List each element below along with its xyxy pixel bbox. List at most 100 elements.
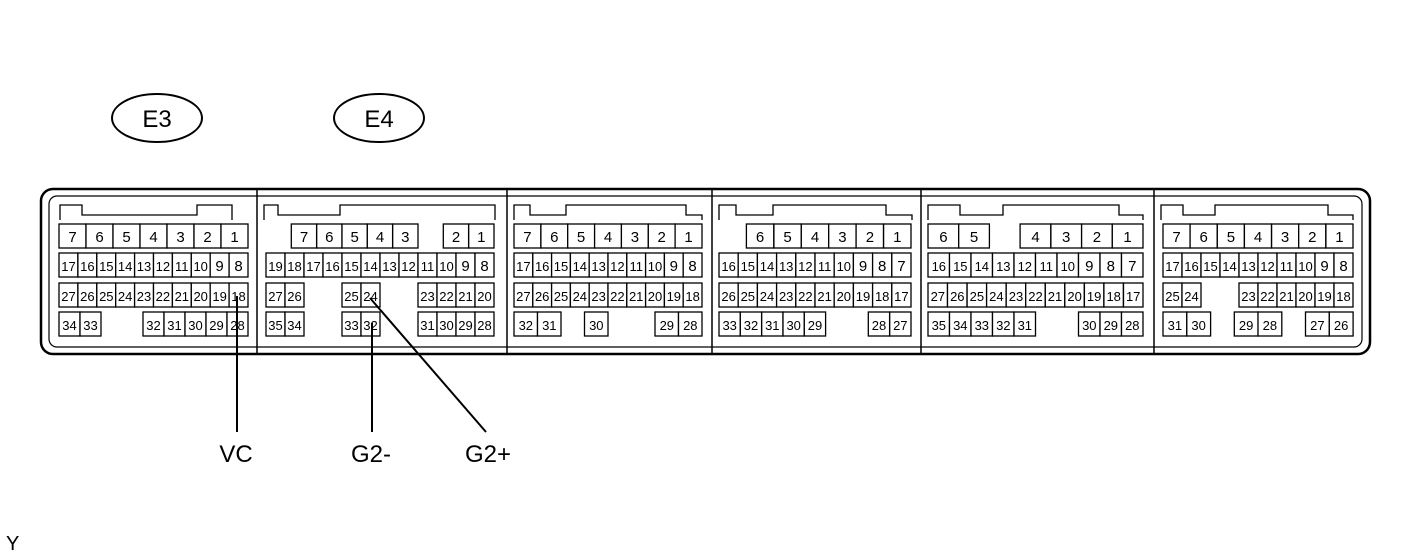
pin-cavity: 12: [607, 252, 628, 278]
pin-cavity: 14: [115, 252, 136, 278]
pin-box: [360, 282, 381, 308]
pin-box: [166, 223, 195, 249]
pin-cavity: 29: [654, 311, 680, 337]
pin-number: 10: [439, 259, 453, 274]
pin-number: 26: [721, 289, 735, 304]
pin-number: 34: [62, 318, 76, 333]
pin-number: 32: [363, 318, 377, 333]
pin-cavity: 19: [1314, 282, 1335, 308]
pin-number: 29: [458, 318, 472, 333]
pin-cavity: 7: [1162, 223, 1191, 249]
pin-number: 22: [798, 289, 812, 304]
pin-number: 13: [137, 259, 151, 274]
pin-cavity: 6: [85, 223, 114, 249]
pin-number: 30: [1191, 318, 1205, 333]
pin-number: 21: [629, 289, 643, 304]
pin-number: 28: [872, 318, 886, 333]
pin-number: 26: [535, 289, 549, 304]
pin-cavity: 25: [966, 282, 988, 308]
pin-cavity: 31: [536, 311, 562, 337]
pin-number: 19: [856, 289, 870, 304]
pin-cavity: 2: [193, 223, 222, 249]
pin-number: 24: [118, 289, 132, 304]
pin-number: 11: [629, 259, 643, 274]
pin-cavity: 30: [583, 311, 609, 337]
pin-number: 25: [344, 289, 358, 304]
pin-number: 8: [1339, 258, 1347, 275]
pin-cavity: 21: [814, 282, 835, 308]
pin-cavity: 20: [833, 282, 855, 308]
pin-number: 24: [363, 289, 377, 304]
pin-cavity: 27: [265, 282, 286, 308]
pin-number: 26: [80, 289, 94, 304]
pin-cavity: 18: [228, 282, 249, 308]
pin-number: 16: [325, 259, 339, 274]
pin-number: 9: [670, 258, 678, 275]
pin-cavity: 26: [946, 282, 968, 308]
pin-cavity: 10: [644, 252, 666, 278]
pin-cavity: 21: [455, 282, 476, 308]
pin-box: [1216, 223, 1246, 249]
pin-box: [1050, 223, 1083, 249]
pin-box: [1257, 311, 1283, 337]
pin-cavity: 12: [1013, 252, 1037, 278]
pin-box: [392, 223, 419, 249]
pin-number: 5: [122, 229, 130, 246]
pin-box: [193, 223, 222, 249]
pin-box: [1120, 311, 1144, 337]
pin-cavity: 31: [1013, 311, 1037, 337]
pin-cavity: 20: [1295, 282, 1316, 308]
pin-number: 5: [351, 229, 359, 246]
pin-cavity: 6: [316, 223, 343, 249]
pin-number: 13: [1241, 259, 1255, 274]
pin-cavity: 23: [1005, 282, 1027, 308]
pin-cavity: 5: [112, 223, 141, 249]
pin-box: [1333, 252, 1354, 278]
pin-number: 11: [1280, 259, 1294, 274]
connector-housing-inner: [48, 195, 1363, 348]
pin-cavity: 12: [398, 252, 419, 278]
pin-cavity: 27: [1304, 311, 1330, 337]
pin-box: [1328, 311, 1354, 337]
pin-number: 30: [589, 318, 603, 333]
pin-number: 17: [1126, 289, 1140, 304]
pin-number: 28: [477, 318, 491, 333]
pin-box: [647, 223, 676, 249]
pin-number: 5: [783, 229, 791, 246]
pin-cavity: 6: [540, 223, 569, 249]
pin-number: 33: [344, 318, 358, 333]
pin-number: 13: [382, 259, 396, 274]
pin-cavity: 21: [626, 282, 647, 308]
pin-number: 4: [1031, 229, 1039, 246]
pin-number: 4: [604, 229, 612, 246]
pin-number: 33: [975, 318, 989, 333]
pin-cavity: 23: [1238, 282, 1259, 308]
pin-cavity: 22: [152, 282, 174, 308]
pin-cavity: 27: [889, 311, 912, 337]
pin-number: 1: [1335, 229, 1343, 246]
pin-number: 34: [953, 318, 967, 333]
pin-cavity: 11: [417, 252, 438, 278]
pin-cavity: 6: [745, 223, 775, 249]
pin-cavity: 1: [220, 223, 249, 249]
pin-cavity: 1: [468, 223, 495, 249]
pin-box: [284, 311, 305, 337]
signal-label-g2-plus: G2+: [465, 441, 511, 468]
pin-number: 18: [1106, 289, 1120, 304]
pin-box: [828, 223, 857, 249]
pin-number: 23: [137, 289, 151, 304]
pin-cavity: 28: [1257, 311, 1283, 337]
pin-cavity: 2: [442, 223, 470, 249]
pin-number: 5: [577, 229, 585, 246]
pin-cavity: 8: [871, 252, 893, 278]
pin-cavity: 32: [142, 311, 165, 337]
pin-cavity: 17: [1122, 282, 1144, 308]
pin-number: 20: [193, 289, 207, 304]
pin-number: 32: [146, 318, 160, 333]
pin-number: 24: [760, 289, 774, 304]
pin-number: 16: [80, 259, 94, 274]
pin-number: 17: [306, 259, 320, 274]
pin-cavity: 28: [677, 311, 703, 337]
pin-box: [1019, 223, 1052, 249]
pin-box: [882, 223, 912, 249]
